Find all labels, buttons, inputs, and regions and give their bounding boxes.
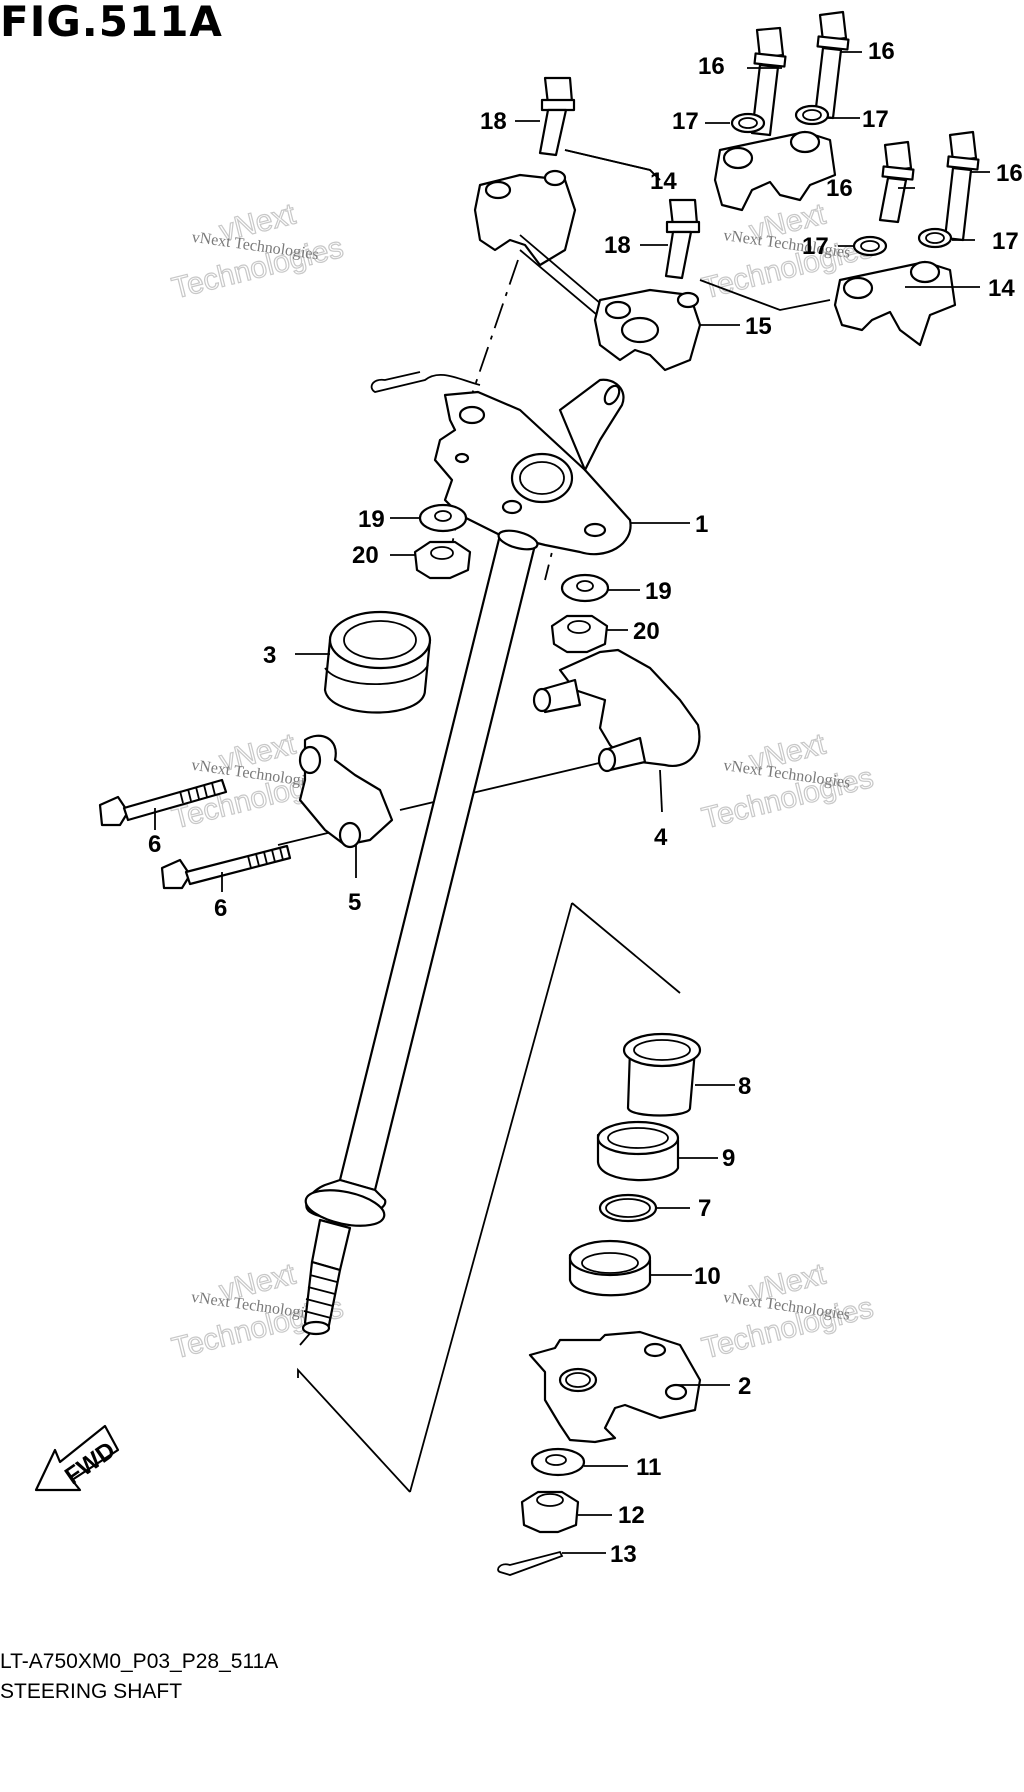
- part-1-steering-shaft-holder: [370, 371, 632, 556]
- part-8-bushing: [622, 1032, 702, 1117]
- bolt-16-c: [878, 140, 915, 224]
- part-2-steering-arm: [528, 1330, 702, 1444]
- figure-title: FIG.511A: [0, 0, 223, 46]
- callout-5: 5: [348, 889, 361, 916]
- watermark-upper-left: Technologies vNext vNext Technologies: [168, 197, 347, 306]
- fwd-arrow: FWD: [34, 1424, 120, 1492]
- part-6-bolt-a: [98, 778, 228, 827]
- callout-16d: 16: [996, 160, 1023, 187]
- part-19-washer-b: [560, 573, 610, 603]
- part-16-bolts: [750, 10, 980, 242]
- callout-7: 7: [698, 1195, 711, 1222]
- callout-14a: 14: [650, 168, 677, 195]
- callout-18a: 18: [480, 108, 507, 135]
- callout-16c: 16: [826, 175, 853, 202]
- part-13-cotter-pin: [497, 1550, 564, 1576]
- watermark-upper-right: Technologies vNext vNext Technologies: [698, 197, 877, 306]
- bolt-18-a: [538, 76, 576, 157]
- part-20-nut-b: [550, 614, 609, 654]
- part-3-bushing: [323, 610, 432, 714]
- callout-12: 12: [618, 1502, 645, 1529]
- callout-20b: 20: [633, 618, 660, 645]
- part-10-seal: [568, 1239, 652, 1297]
- figure-name: STEERING SHAFT: [0, 1680, 182, 1703]
- callout-19a: 19: [358, 506, 385, 533]
- callout-6a: 6: [148, 831, 161, 858]
- callout-20a: 20: [352, 542, 379, 569]
- callout-15: 15: [745, 313, 772, 340]
- drawing-code: LT-A750XM0_P03_P28_511A: [0, 1650, 278, 1673]
- watermark-lower-right: Technologies vNext vNext Technologies: [698, 1257, 877, 1366]
- part-15-handlebar-holder-lower: [473, 169, 702, 372]
- leader-lines: [154, 51, 990, 1554]
- callout-labels: 1 2 3 4 5 6 6 7 8 9 10 11 12 13 14 14 15…: [148, 38, 1023, 1568]
- callout-17d: 17: [992, 228, 1019, 255]
- callout-14b: 14: [988, 275, 1015, 302]
- part-9-seal: [596, 1120, 680, 1182]
- part-14-handlebar-holder-upper-b: [833, 260, 957, 347]
- part-20-nut-a: [413, 540, 472, 580]
- watermark-middle-right: Technologies vNext vNext Technologies: [698, 727, 877, 836]
- part-5-shaft-holder-upper: [298, 734, 394, 849]
- callout-4: 4: [654, 824, 668, 851]
- callout-17a: 17: [672, 108, 699, 135]
- part-12-castle-nut: [520, 1490, 580, 1534]
- part-18-bolts: [538, 76, 701, 280]
- callout-11: 11: [636, 1454, 661, 1481]
- part-19-washer-a: [418, 503, 468, 533]
- callout-10: 10: [694, 1263, 721, 1290]
- callout-16b: 16: [868, 38, 895, 65]
- callout-8: 8: [738, 1073, 751, 1100]
- callout-18b: 18: [604, 232, 631, 259]
- callout-17b: 17: [862, 106, 889, 133]
- steering-shaft-tube: [301, 529, 539, 1336]
- callout-13: 13: [610, 1541, 637, 1568]
- part-6-bolt-b: [160, 844, 292, 890]
- callout-6b: 6: [214, 895, 227, 922]
- part-17-washers: [730, 104, 953, 257]
- part-11-washer: [530, 1447, 586, 1477]
- callout-1: 1: [695, 511, 708, 538]
- callout-19b: 19: [645, 578, 672, 605]
- callout-9: 9: [722, 1145, 735, 1172]
- bolt-18-b: [664, 198, 701, 280]
- part-7-o-ring: [598, 1193, 658, 1223]
- bolt-16-d: [943, 130, 980, 242]
- part-4-shaft-holder-lower: [532, 648, 701, 773]
- bolt-16-b: [813, 10, 850, 120]
- callout-17c: 17: [802, 233, 829, 260]
- part-14-handlebar-holder-upper-a: [713, 130, 837, 212]
- callout-16a: 16: [698, 53, 725, 80]
- callout-2: 2: [738, 1373, 751, 1400]
- callout-3: 3: [263, 642, 276, 669]
